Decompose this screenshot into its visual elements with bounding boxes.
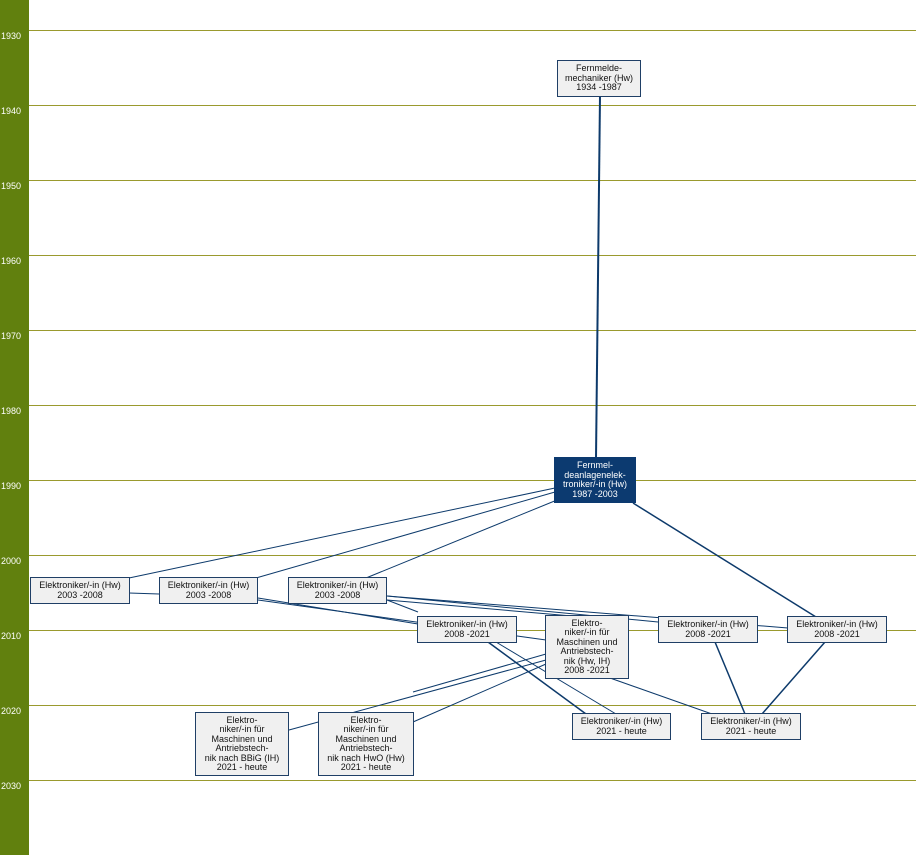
gridline-1990 (29, 480, 916, 481)
tick-2020: 2020 (1, 706, 22, 716)
node-elektroniker-2003-b[interactable]: Elektroniker/-in (Hw) 2003 -2008 (159, 577, 258, 604)
node-name: Elektroniker/-in (Hw) (667, 619, 749, 629)
node-years: 2021 - heute (216, 762, 268, 772)
tick-1940: 1940 (1, 106, 22, 116)
edge-ema-h2 (609, 677, 713, 715)
node-years: 2003 -2008 (185, 589, 232, 600)
node-fernmeldeanlagenelektroniker[interactable]: Fernmel- deanlagenelek- troniker/-in (Hw… (554, 457, 636, 503)
gridline-1930 (29, 30, 916, 31)
node-fernmeldemechaniker[interactable]: Fernmelde- mechaniker (Hw) 1934 -1987 (557, 60, 641, 97)
node-name: Elektro- niker/-in für Maschinen und Ant… (204, 714, 280, 763)
node-maschinen-antriebstechnik-2008[interactable]: Elektro- niker/-in für Maschinen und Ant… (545, 615, 629, 679)
edge-fa-e1 (128, 487, 556, 579)
edge-ema-hwo (412, 663, 547, 723)
node-name: Elektroniker/-in (Hw) (580, 716, 663, 726)
tick-2000: 2000 (1, 556, 22, 566)
tick-1950: 1950 (1, 181, 22, 191)
node-elektroniker-2021-b[interactable]: Elektroniker/-in (Hw) 2021 - heute (701, 713, 801, 740)
edge-e4-h1 (487, 641, 587, 715)
tick-2030: 2030 (1, 781, 22, 791)
node-maschinen-antriebstechnik-bbig[interactable]: Elektro- niker/-in für Maschinen und Ant… (195, 712, 289, 776)
node-name: Fernmelde- mechaniker (Hw) (564, 63, 633, 83)
node-elektroniker-2008-b[interactable]: Elektroniker/-in (Hw) 2008 -2021 (658, 616, 758, 643)
node-elektroniker-2003-c[interactable]: Elektroniker/-in (Hw) 2003 -2008 (288, 577, 387, 604)
edge-fm-fa (595, 95, 601, 459)
edge-ema-hwo2 (412, 653, 547, 693)
node-name: Elektro- niker/-in für Maschinen und Ant… (556, 617, 618, 666)
edge-e5-h2 (714, 641, 746, 715)
node-elektroniker-2021-a[interactable]: Elektroniker/-in (Hw) 2021 - heute (572, 713, 671, 740)
node-name: Elektroniker/-in (Hw) (710, 716, 792, 726)
gridline-1970 (29, 330, 916, 331)
node-years: 2021 - heute (340, 762, 392, 772)
edge-fa-e6 (632, 502, 817, 618)
node-years: 2008 -2021 (564, 665, 610, 675)
edge-fa-e3 (365, 499, 558, 579)
node-elektroniker-2008-c[interactable]: Elektroniker/-in (Hw) 2008 -2021 (787, 616, 887, 643)
node-years: 2008 -2021 (685, 628, 731, 639)
node-name: Fernmel- deanlagenelek- troniker/-in (Hw… (562, 460, 627, 489)
gridline-2020 (29, 705, 916, 706)
gridline-1940 (29, 105, 916, 106)
timeline-axis: 1930 1940 1950 1960 1970 1980 1990 2000 … (0, 0, 29, 855)
node-years: 2003 -2008 (57, 589, 103, 600)
edge-e3-e4 (386, 599, 419, 613)
node-years: 2021 - heute (725, 725, 777, 736)
tick-1980: 1980 (1, 406, 22, 416)
node-name: Elektroniker/-in (Hw) (167, 580, 250, 590)
node-name: Elektro- niker/-in für Maschinen und Ant… (327, 714, 405, 763)
node-maschinen-antriebstechnik-hwo[interactable]: Elektro- niker/-in für Maschinen und Ant… (318, 712, 414, 776)
node-name: Elektroniker/-in (Hw) (296, 580, 379, 590)
gridline-2000 (29, 555, 916, 556)
edge-e6-h2 (761, 641, 826, 715)
edge-fa-e2 (255, 491, 556, 579)
node-name: Elektroniker/-in (Hw) (39, 580, 121, 590)
node-elektroniker-2003-a[interactable]: Elektroniker/-in (Hw) 2003 -2008 (30, 577, 130, 604)
node-elektroniker-2008-a[interactable]: Elektroniker/-in (Hw) 2008 -2021 (417, 616, 517, 643)
tick-1970: 1970 (1, 331, 22, 341)
gridline-1980 (29, 405, 916, 406)
gridline-1960 (29, 255, 916, 256)
node-name: Elektroniker/-in (Hw) (426, 619, 508, 629)
gridline-2030 (29, 780, 916, 781)
node-years: 1987 -2003 (572, 488, 618, 499)
node-years: 2003 -2008 (314, 589, 361, 600)
tick-1960: 1960 (1, 256, 22, 266)
tick-1930: 1930 (1, 31, 22, 41)
tick-1990: 1990 (1, 481, 22, 491)
tick-2010: 2010 (1, 631, 22, 641)
node-years: 2008 -2021 (444, 628, 490, 639)
node-years: 2021 - heute (596, 725, 647, 736)
node-name: Elektroniker/-in (Hw) (796, 619, 878, 629)
node-years: 1934 -1987 (576, 82, 622, 93)
edge-e3-ema (386, 599, 573, 617)
gridline-1950 (29, 180, 916, 181)
edge-e1-e2 (128, 592, 160, 595)
node-years: 2008 -2021 (814, 628, 860, 639)
